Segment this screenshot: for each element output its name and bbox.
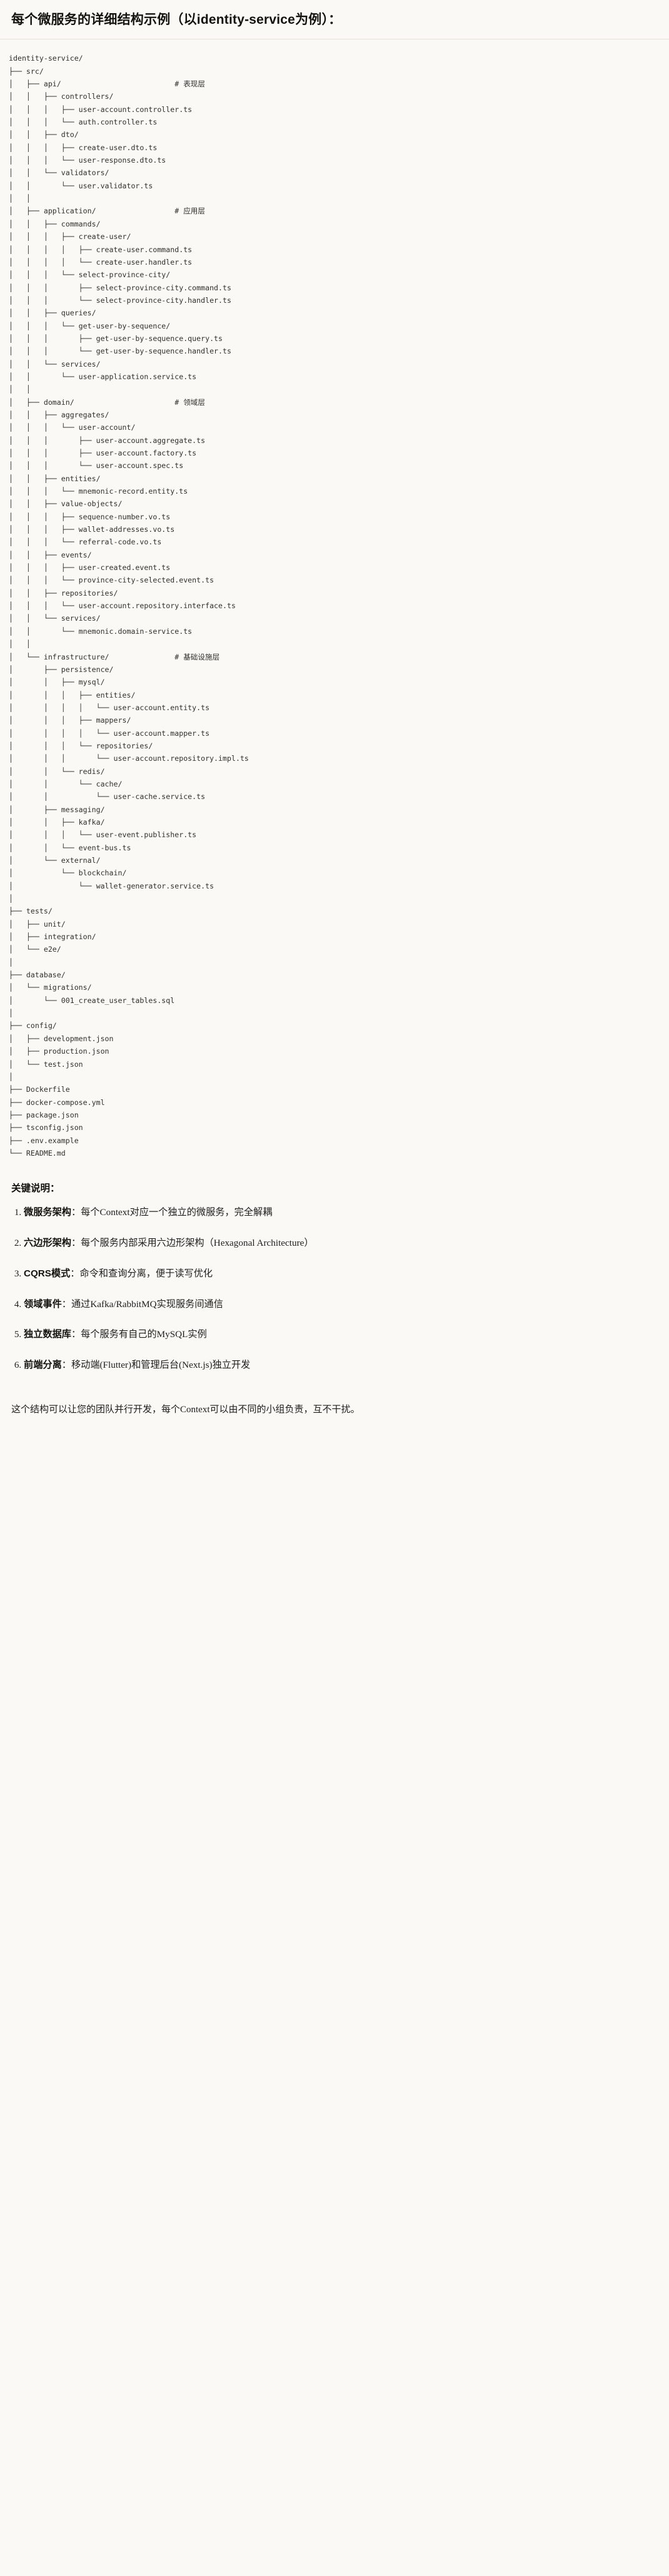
key-notes-title: 关键说明： (11, 1183, 60, 1194)
note-separator: ： (71, 1207, 81, 1218)
note-description: 每个服务内部采用六边形架构（Hexagonal Architecture） (81, 1238, 314, 1249)
key-notes-section: 关键说明： 微服务架构：每个Context对应一个独立的微服务，完全解耦 六边形… (0, 1166, 669, 1393)
note-description: 每个Context对应一个独立的微服务，完全解耦 (81, 1207, 273, 1218)
list-item: 微服务架构：每个Context对应一个独立的微服务，完全解耦 (24, 1206, 658, 1220)
note-separator: ： (70, 1268, 80, 1279)
directory-tree-code-block: identity-service/ ├── src/ │ ├── api/ # … (0, 39, 669, 1166)
list-item: 独立数据库：每个服务有自己的MySQL实例 (24, 1328, 658, 1342)
note-term: 领域事件 (24, 1298, 62, 1310)
note-term: 微服务架构 (24, 1207, 71, 1218)
list-item: 领域事件：通过Kafka/RabbitMQ实现服务间通信 (24, 1298, 658, 1312)
document-page: 每个微服务的详细结构示例（以identity-service为例）： ident… (0, 0, 669, 1426)
key-notes-list: 微服务架构：每个Context对应一个独立的微服务，完全解耦 六边形架构：每个服… (11, 1206, 658, 1373)
note-separator: ： (61, 1360, 71, 1371)
note-description: 命令和查询分离，便于读写优化 (79, 1268, 213, 1279)
list-item: 前端分离：移动端(Flutter)和管理后台(Next.js)独立开发 (24, 1358, 658, 1373)
closing-paragraph: 这个结构可以让您的团队并行开发，每个Context可以由不同的小组负责，互不干扰… (11, 1405, 360, 1415)
list-item: 六边形架构：每个服务内部采用六边形架构（Hexagonal Architectu… (24, 1236, 658, 1251)
note-description: 通过Kafka/RabbitMQ实现服务间通信 (71, 1298, 223, 1310)
note-term: 六边形架构 (24, 1238, 71, 1249)
note-description: 移动端(Flutter)和管理后台(Next.js)独立开发 (71, 1360, 251, 1371)
page-title: 每个微服务的详细结构示例（以identity-service为例）： (11, 13, 342, 27)
note-description: 每个服务有自己的MySQL实例 (81, 1329, 207, 1340)
note-separator: ： (61, 1298, 71, 1310)
note-separator: ： (71, 1238, 81, 1249)
directory-tree: identity-service/ ├── src/ │ ├── api/ # … (9, 54, 249, 1158)
note-term: CQRS模式 (24, 1268, 71, 1279)
note-separator: ： (71, 1329, 81, 1340)
note-term: 独立数据库 (24, 1329, 71, 1340)
note-term: 前端分离 (24, 1360, 62, 1371)
list-item: CQRS模式：命令和查询分离，便于读写优化 (24, 1267, 658, 1281)
